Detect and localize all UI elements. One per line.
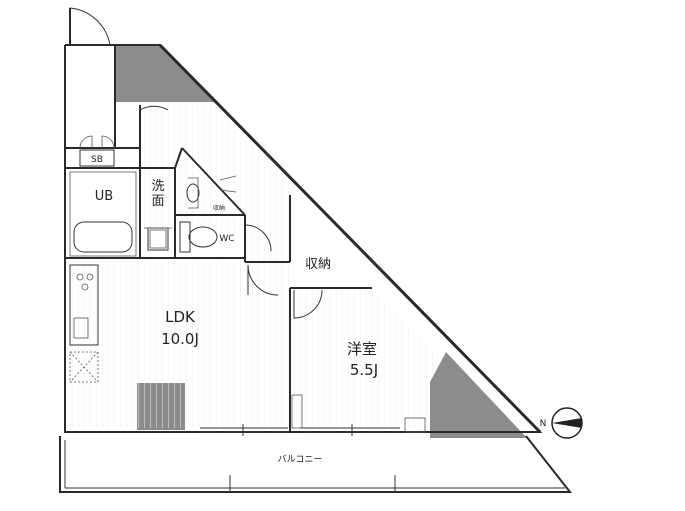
storage-label: 収納 xyxy=(305,257,331,272)
kitchen-counter xyxy=(69,264,99,346)
bedroom-floor xyxy=(292,290,440,428)
bedroom-label: 洋室 xyxy=(347,340,377,358)
ldk-size: 10.0J xyxy=(161,330,199,348)
washroom-label-1: 洗 xyxy=(151,179,164,194)
diagonal-wall xyxy=(158,43,542,434)
compass-icon: N xyxy=(540,407,583,439)
shaded-area-top xyxy=(115,45,218,102)
ldk-floor xyxy=(68,262,290,428)
shaded-area-right xyxy=(430,352,527,438)
shoebox-label: SB xyxy=(91,155,103,165)
ldk-label: LDK xyxy=(165,308,196,326)
small-storage-label: 収納 xyxy=(213,204,225,212)
balcony-label: バルコニー xyxy=(278,454,323,465)
hall-door xyxy=(139,105,169,111)
entrance-door xyxy=(69,7,111,46)
bedroom-size: 5.5J xyxy=(350,361,378,379)
compass-north-label: N xyxy=(540,419,547,429)
bathtub xyxy=(73,221,133,253)
balcony-outline xyxy=(59,435,573,493)
toilet xyxy=(188,226,218,248)
fridge-space xyxy=(69,351,99,383)
washroom-label-2: 面 xyxy=(151,194,164,209)
shoebox xyxy=(79,149,115,167)
wc-label: WC xyxy=(219,234,234,244)
bath-label: UB xyxy=(95,189,113,204)
